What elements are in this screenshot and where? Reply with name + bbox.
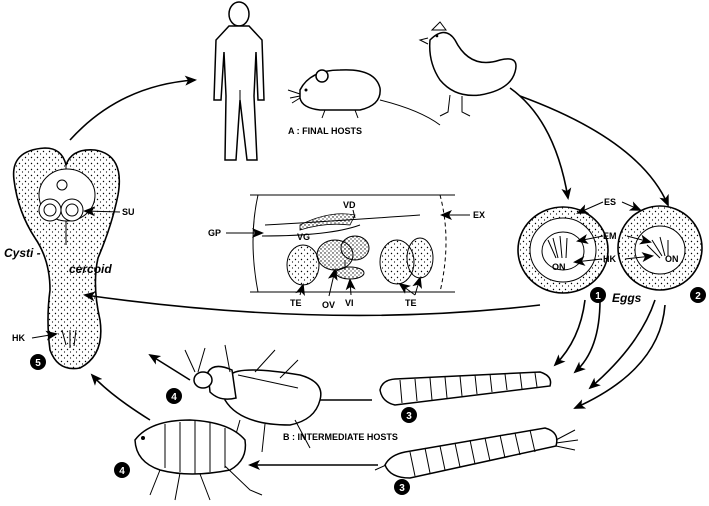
label-on-2: ON (665, 254, 679, 264)
label-te-right: TE (405, 298, 417, 308)
final-hosts-label: A : FINAL HOSTS (288, 126, 362, 136)
cysticercoid (12, 147, 121, 370)
proglottid-segment (250, 194, 455, 293)
cysticercoid-label-2: cercoid (69, 262, 112, 276)
proglottid-leaders (226, 209, 470, 297)
chicken-figure (418, 21, 517, 117)
larva-2-figure (374, 427, 579, 479)
stage-badge-3-top: 3 (401, 407, 417, 423)
label-te-left: TE (290, 298, 302, 308)
label-gp: GP (208, 228, 221, 238)
intermediate-hosts-label: B : INTERMEDIATE HOSTS (283, 432, 398, 442)
label-vg: VG (297, 232, 310, 242)
cycle-arrows (69, 75, 669, 470)
flea-figure (134, 419, 263, 501)
stage-badge-1: 1 (590, 287, 606, 303)
egg-leaders (573, 201, 654, 266)
svg-text:4: 4 (119, 466, 125, 477)
svg-text:3: 3 (399, 483, 405, 494)
egg-1 (517, 206, 609, 294)
human-figure (213, 1, 265, 161)
eggs-label: Eggs (612, 291, 642, 305)
stage-badge-4-flea: 4 (114, 462, 130, 478)
svg-text:1: 1 (595, 291, 601, 302)
rat-figure (287, 69, 441, 126)
stage-badge-3-bottom: 3 (394, 479, 410, 495)
label-hk-egg: HK (603, 254, 616, 264)
cysticercoid-label-1: Cysti - (4, 246, 41, 260)
egg-2 (617, 205, 703, 291)
label-vi: VI (345, 298, 354, 308)
label-su: SU (122, 207, 135, 217)
beetle-figure (184, 344, 322, 453)
label-hk-cyst: HK (12, 333, 25, 343)
label-ex: EX (473, 210, 485, 220)
svg-text:3: 3 (406, 411, 412, 422)
label-em: EM (603, 231, 617, 241)
stage-badge-4-beetle: 4 (166, 388, 182, 404)
larva-1-figure (379, 371, 552, 406)
svg-text:5: 5 (35, 358, 41, 369)
label-vd: VD (343, 200, 356, 210)
svg-text:4: 4 (171, 392, 177, 403)
cysticercoid-leaders (31, 206, 121, 341)
svg-text:2: 2 (695, 291, 701, 302)
label-ov: OV (322, 300, 335, 310)
stage-badge-5: 5 (30, 354, 46, 370)
stage-badge-2: 2 (690, 287, 706, 303)
label-on-1: ON (552, 262, 566, 272)
label-es: ES (604, 197, 616, 207)
